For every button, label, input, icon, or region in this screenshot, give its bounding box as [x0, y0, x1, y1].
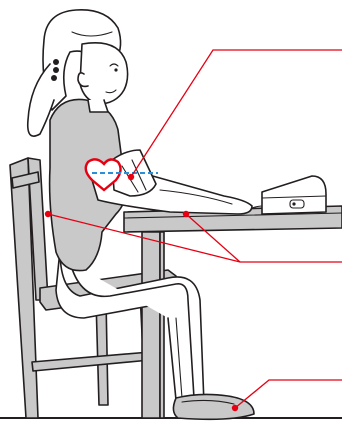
- leader-dots: [44, 173, 239, 412]
- slipper: [172, 393, 255, 421]
- legs: [55, 249, 205, 407]
- table: [123, 205, 342, 419]
- monitor-power-icon: [289, 199, 305, 209]
- leader-line-feet: [234, 379, 342, 409]
- leader-line-cuff: [130, 49, 342, 178]
- leader-lines: [47, 49, 342, 409]
- torso: [26, 9, 129, 272]
- leader-line-arm-on-table: [185, 213, 241, 263]
- blood-pressure-monitor: [251, 175, 327, 215]
- heart-icon: [84, 158, 122, 192]
